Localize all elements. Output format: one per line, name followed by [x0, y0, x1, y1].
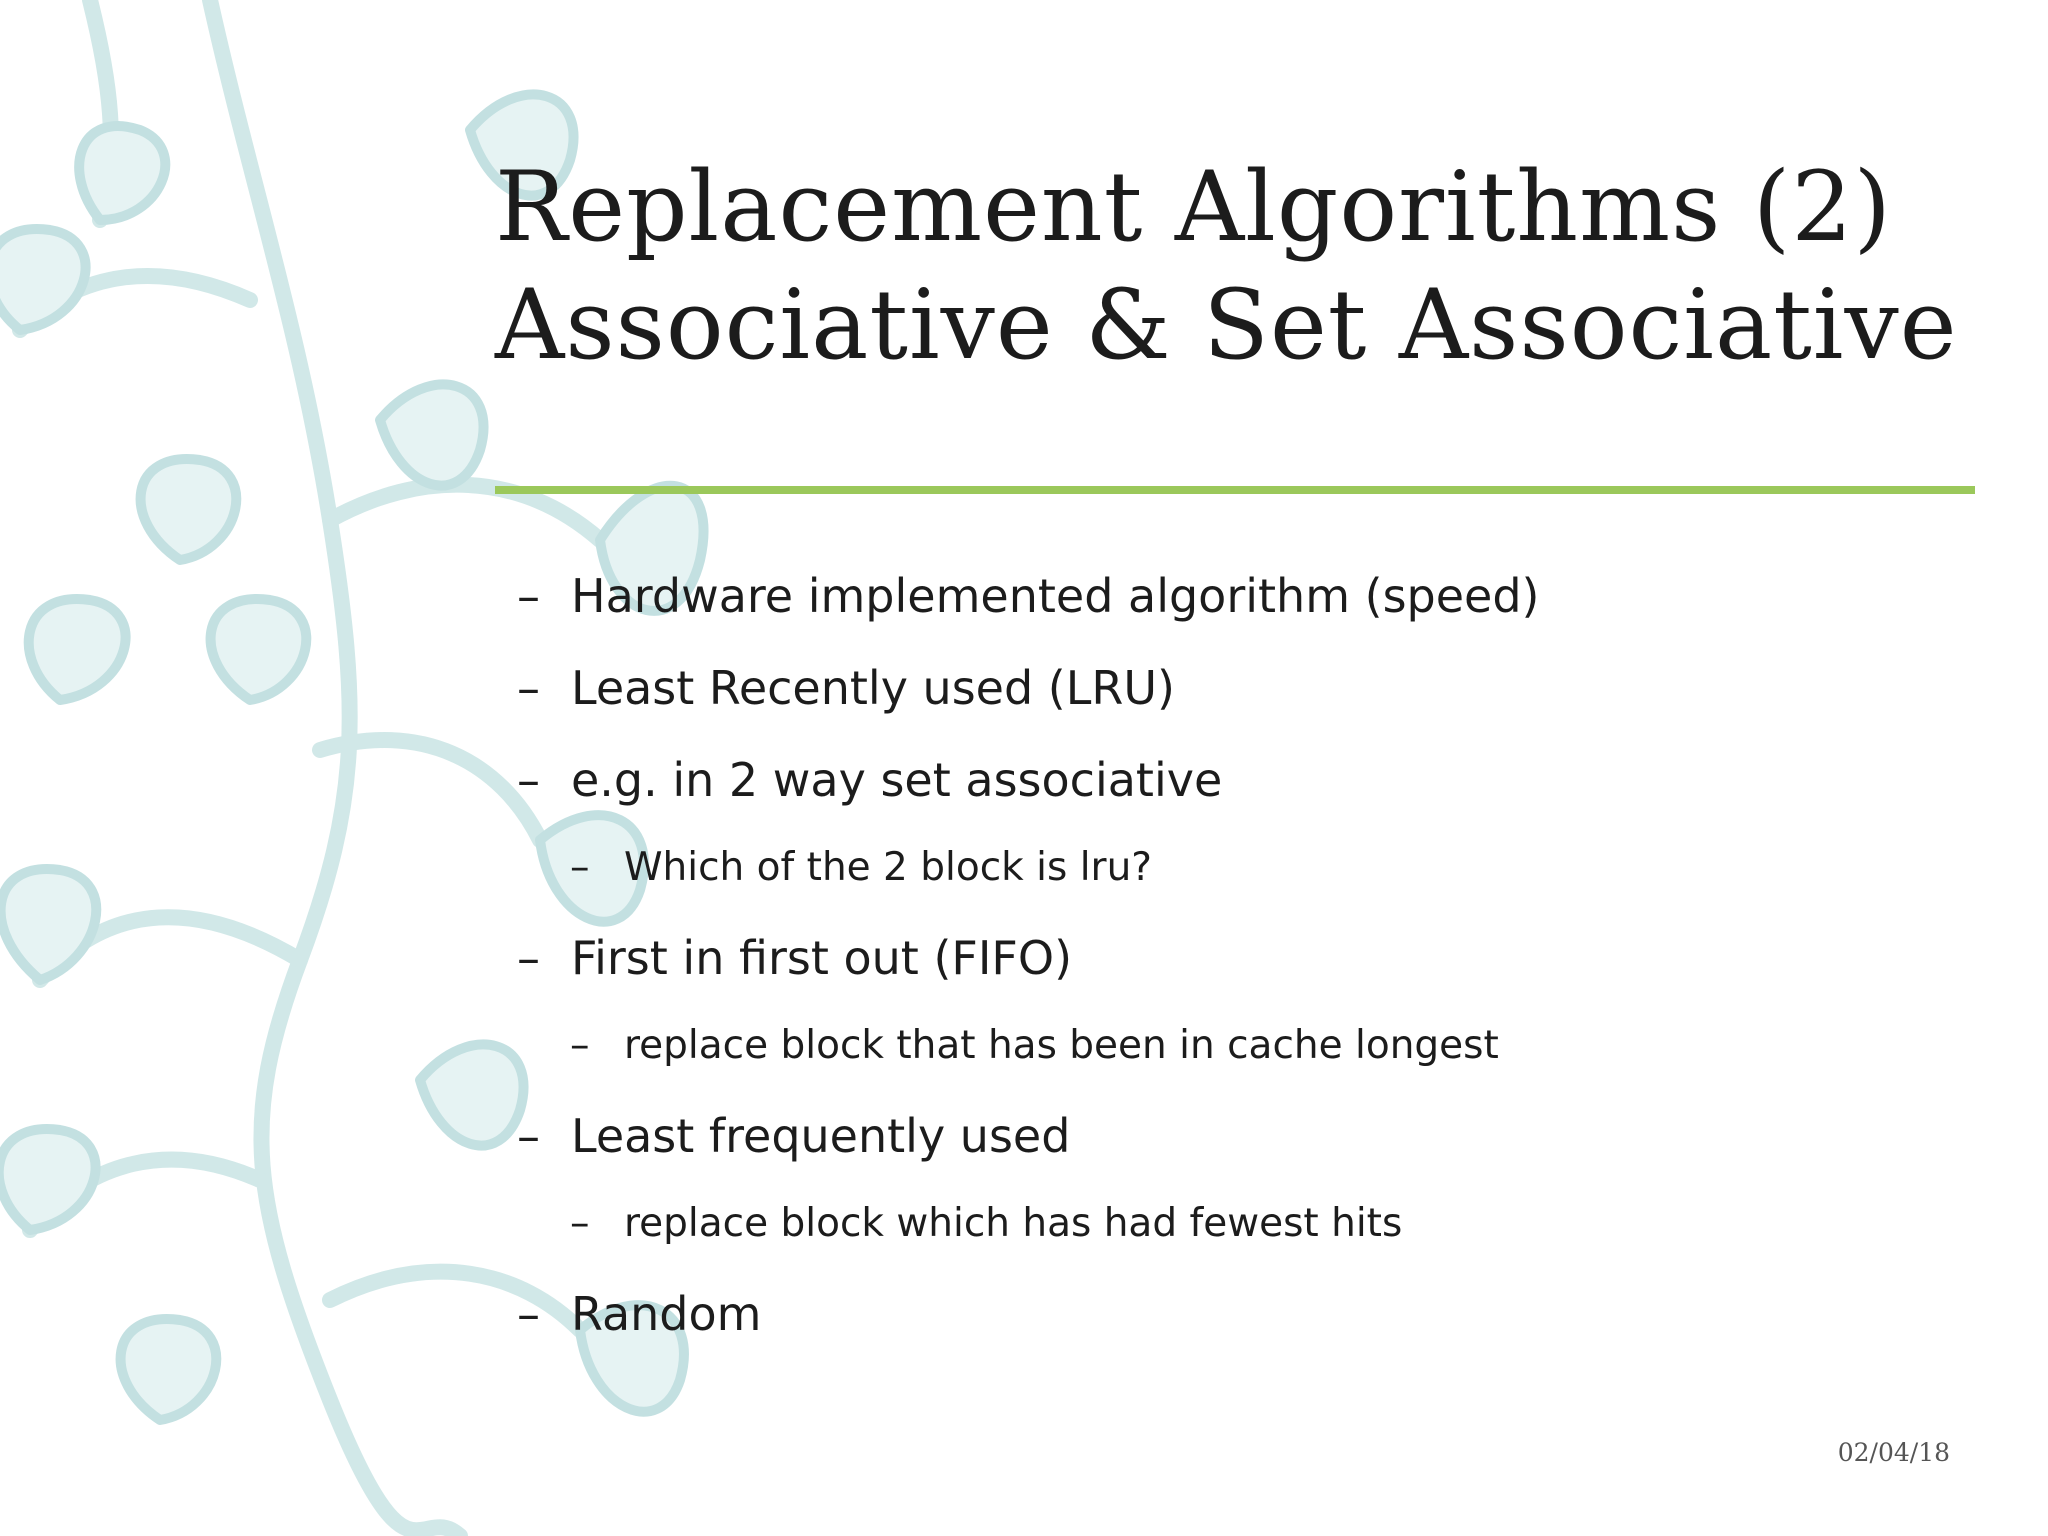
bullet-text: Random — [571, 1287, 762, 1341]
bullet-text: replace block which has had fewest hits — [624, 1201, 1403, 1246]
bullet-text: replace block that has been in cache lon… — [624, 1023, 1499, 1068]
floral-decoration — [0, 0, 709, 1536]
dash-marker: – — [517, 1287, 540, 1341]
title-line-1: Replacement Algorithms (2) — [495, 151, 1892, 263]
dash-marker: – — [517, 753, 540, 807]
bullet-text: Hardware implemented algorithm (speed) — [571, 569, 1540, 623]
bullet-item: – Random — [517, 1286, 1917, 1342]
title-divider — [495, 486, 1975, 494]
dash-marker: – — [570, 1023, 590, 1068]
dash-marker: – — [517, 569, 540, 623]
bullet-item: – Least Recently used (LRU) — [517, 660, 1917, 716]
sub-bullet-item: – Which of the 2 block is lru? — [570, 844, 1970, 892]
slide-date: 02/04/18 — [1837, 1438, 1950, 1467]
bullet-item: – Least frequently used — [517, 1108, 1917, 1164]
title-line-2: Associative & Set Associative — [495, 269, 1958, 381]
bullet-text: Which of the 2 block is lru? — [624, 845, 1152, 890]
bullet-item: – First in first out (FIFO) — [517, 930, 1917, 986]
bullet-text: e.g. in 2 way set associative — [571, 753, 1223, 807]
dash-marker: – — [517, 1109, 540, 1163]
dash-marker: – — [570, 845, 590, 890]
bullet-text: First in first out (FIFO) — [571, 931, 1073, 985]
dash-marker: – — [517, 661, 540, 715]
bullet-text: Least frequently used — [571, 1109, 1071, 1163]
bullet-item: – Hardware implemented algorithm (speed) — [517, 568, 1917, 624]
sub-bullet-item: – replace block that has been in cache l… — [570, 1022, 1970, 1070]
bullet-text: Least Recently used (LRU) — [571, 661, 1175, 715]
dash-marker: – — [517, 931, 540, 985]
bullet-item: – e.g. in 2 way set associative — [517, 752, 1917, 808]
slide-title: Replacement Algorithms (2) Associative &… — [495, 148, 1995, 384]
dash-marker: – — [570, 1201, 590, 1246]
sub-bullet-item: – replace block which has had fewest hit… — [570, 1200, 1970, 1248]
